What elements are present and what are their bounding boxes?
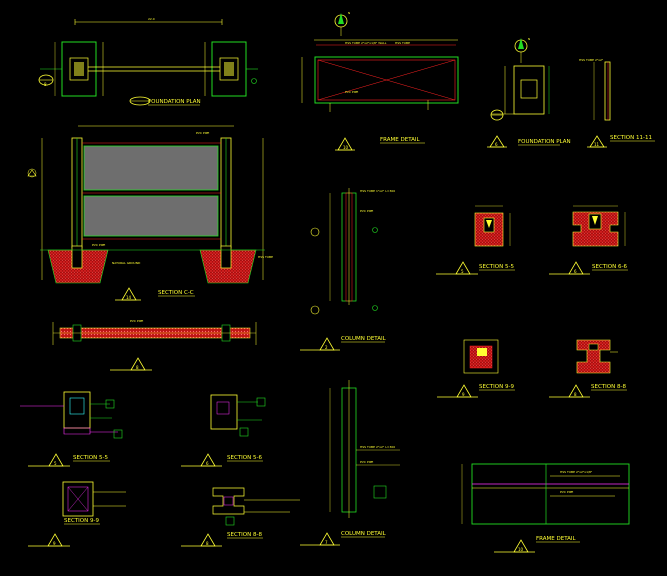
section-5-5-left-callout-number: 5 (54, 461, 57, 466)
section-c-title: SECTION C-C (158, 290, 194, 296)
section-5-5-left-drawing: 5 SECTION 5-5 (20, 391, 123, 467)
section-callout-icon (487, 135, 507, 148)
section-callout-icon (549, 261, 590, 275)
svg-text:HSS TUBE 2"x2" L=300: HSS TUBE 2"x2" L=300 (360, 445, 395, 449)
north-arrow-icon (334, 13, 348, 36)
svg-text:NATURAL GROUND: NATURAL GROUND (112, 261, 141, 265)
section-callout-icon (335, 137, 355, 151)
section-8-8-left-drawing: 8 SECTION 8-8 (181, 487, 300, 547)
section-callout-icon (181, 533, 222, 547)
section-callout-icon (129, 96, 151, 106)
svg-text:PVC PIPE: PVC PIPE (92, 243, 105, 247)
section-callout-icon (437, 384, 478, 398)
section-callout-icon (115, 287, 141, 301)
svg-text:PVC PIPE: PVC PIPE (560, 490, 573, 494)
foundation-plan-small-drawing: 6 FOUNDATION PLAN (487, 65, 571, 148)
strip-callout-number: 8 (136, 365, 139, 370)
level-marker-icon (27, 168, 37, 178)
elevation-drawing: PVC PIPE PVC PIPE NATURAL GROUND HSS TUB… (27, 125, 273, 301)
svg-text:HSS TUBE 2"x2"x1/8": HSS TUBE 2"x2"x1/8" (560, 470, 593, 474)
section-callout-icon (490, 109, 504, 121)
section-c-callout-number: 14 (126, 295, 132, 300)
svg-text:PVC PIPE: PVC PIPE (360, 209, 373, 213)
frame-detail-top-title: FRAME DETAIL (380, 137, 421, 143)
section-callout-icon (110, 357, 152, 371)
section-5-6-left-callout-number: 6 (206, 461, 209, 466)
svg-text:HSS TUBE 2"x2"x1/8" WALL: HSS TUBE 2"x2"x1/8" WALL (345, 41, 387, 45)
plan-callout-number: 8 (44, 82, 47, 87)
frame-top-callout-number: 10 (343, 145, 349, 150)
section-9-9-right-title: SECTION 9-9 (479, 384, 514, 390)
column-detail-upper-drawing: HSS TUBE 1"x2" L=300 PVC PIPE 2 COLUMN D… (300, 188, 395, 351)
svg-text:HSS TUBE 1"x2" L=300: HSS TUBE 1"x2" L=300 (360, 189, 395, 193)
svg-text:PVC PIPE: PVC PIPE (360, 460, 373, 464)
section-6-6-upper-drawing: 6 SECTION 6-6 (549, 205, 628, 275)
svg-text:HSS TUBE 2"x2": HSS TUBE 2"x2" (579, 58, 604, 62)
frame-bottom-callout-number: 10 (518, 547, 524, 552)
section-5-5-upper-title: SECTION 5-5 (479, 264, 514, 270)
section-5-5-left-title: SECTION 5-5 (73, 455, 108, 461)
level-marker-icon (310, 227, 320, 315)
section-callout-icon (300, 532, 340, 546)
section-8-8-left-callout-number: 8 (206, 541, 209, 546)
foundation-plan-small-title: FOUNDATION PLAN (518, 139, 571, 145)
foundation-plan-drawing: 22.0 8 FOUNDATION PLAN (38, 17, 258, 106)
section-5-5-upper-callout-number: 5 (461, 269, 464, 274)
section-callout-icon (494, 539, 535, 553)
section-6-6-upper-title: SECTION 6-6 (592, 264, 627, 270)
section-9-9-left-title: SECTION 9-9 (64, 518, 99, 524)
section-callout-icon (436, 261, 478, 275)
section-callout-icon (549, 384, 590, 398)
svg-text:HSS TUBE: HSS TUBE (258, 255, 273, 259)
section-callout-icon (300, 337, 340, 351)
column-upper-callout-number: 2 (325, 345, 328, 350)
section-8-8-left-title: SECTION 8-8 (227, 532, 262, 538)
frame-detail-bottom-title: FRAME DETAIL (536, 536, 577, 542)
section-5-6-left-drawing: 6 SECTION 5-6 (181, 394, 266, 467)
column-detail-lower-title: COLUMN DETAIL (341, 531, 387, 537)
section-callout-icon (38, 74, 54, 86)
svg-text:PVC PIPE: PVC PIPE (130, 319, 143, 323)
section-8-8-right-drawing: 8 SECTION 8-8 (549, 339, 627, 398)
section-9-9-right-callout-number: 9 (462, 392, 465, 397)
section-9-9-right-drawing: 9 SECTION 9-9 (437, 339, 515, 398)
section-11-title: SECTION 11-11 (610, 135, 652, 141)
north-label-right: N (528, 37, 530, 41)
column-lower-callout-number: 7 (325, 540, 328, 545)
section-9-9-left-callout-number: 9 (53, 541, 56, 546)
strip-footing-drawing: PVC PIPE 8 (52, 319, 257, 371)
section-5-5-upper-drawing: 5 SECTION 5-5 (436, 205, 515, 275)
section-callout-icon (587, 135, 607, 148)
section-5-6-left-title: SECTION 5-6 (227, 455, 262, 461)
section-8-8-right-callout-number: 8 (574, 392, 577, 397)
svg-text:PVC PIPE: PVC PIPE (345, 90, 358, 94)
section-8-8-right-title: SECTION 8-8 (591, 384, 626, 390)
north-label-top: N (348, 11, 350, 15)
frame-detail-bottom-drawing: HSS TUBE 2"x2"x1/8" PVC PIPE 10 FRAME DE… (461, 463, 630, 553)
section-11-drawing: HSS TUBE 2"x2" 11 SECTION 11-11 (579, 58, 655, 148)
frame-detail-top-drawing: HSS TUBE 2"x2"x1/8" WALL HSS TUBE PVC PI… (301, 39, 459, 151)
column-detail-lower-drawing: HSS TUBE 2"x2" L=300 PVC PIPE 7 COLUMN D… (300, 380, 400, 546)
section-9-9-left-drawing: 9 SECTION 9-9 (28, 481, 126, 547)
section-callout-icon (28, 533, 70, 547)
section-callout-icon (28, 453, 70, 467)
foundation-plan-title: FOUNDATION PLAN (148, 99, 201, 105)
section-6-6-upper-callout-number: 6 (574, 269, 577, 274)
svg-text:HSS TUBE: HSS TUBE (395, 41, 410, 45)
svg-text:22.0: 22.0 (148, 17, 155, 21)
section-callout-icon (181, 453, 222, 467)
column-detail-upper-title: COLUMN DETAIL (341, 336, 387, 342)
north-arrow-icon (514, 38, 528, 63)
foundation-small-callout-number: 6 (495, 142, 498, 147)
svg-text:PVC PIPE: PVC PIPE (196, 131, 209, 135)
section-11-callout-number: 11 (594, 142, 600, 147)
